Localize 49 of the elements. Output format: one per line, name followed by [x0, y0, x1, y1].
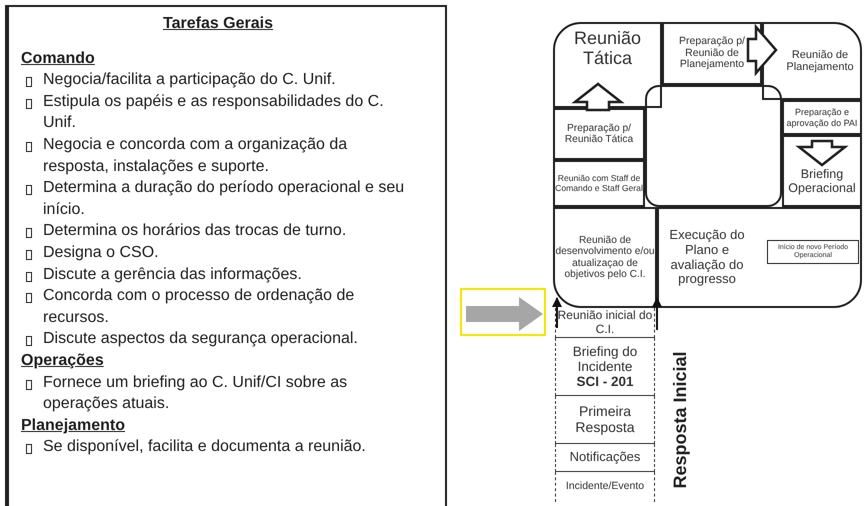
cell-text: Briefing Operacional	[787, 167, 857, 195]
cell-text: Reunião Tática	[572, 28, 642, 68]
block-arrow	[466, 297, 543, 331]
cell-text: Reunião inicial do C.I.	[556, 309, 654, 336]
bullet-item: Negocia/facilita a participação do C. Unif.	[21, 69, 415, 91]
block-arrow	[571, 82, 625, 112]
cell-text: Preparação p/ Reunião Tática	[564, 122, 634, 146]
step-cell	[553, 207, 657, 308]
stage-cell	[555, 338, 655, 396]
cell-text: Reunião com Staff de Comando e Staff Geral	[555, 174, 643, 194]
section-heading: Operações	[21, 350, 105, 371]
cell-text: SCI - 201	[575, 374, 635, 390]
step-cell	[782, 135, 862, 207]
panel-title: Tarefas Gerais	[162, 14, 274, 34]
bullet-item: Discute aspectos da segurança operacional.	[21, 328, 415, 350]
bullet-item: Determina a duração do período operacional e seu início.	[21, 177, 415, 220]
cell-text: Reunião de Planejamento	[785, 48, 855, 74]
stage-cell	[555, 396, 655, 444]
bullet-item: Designa o CSO.	[21, 242, 415, 264]
step-box	[767, 240, 859, 264]
task-panel	[5, 5, 447, 506]
block-arrow	[746, 24, 778, 76]
cell-text: Incidente/Evento	[566, 481, 644, 493]
step-cell	[553, 160, 645, 207]
cell-text: Notificações	[570, 450, 640, 465]
stage-cell	[555, 472, 655, 502]
cell-text: Preparação e aprovação do PAI	[786, 107, 858, 128]
bullet-item: Fornece um briefing ao C. Unif/CI sobre as operações atuais.	[21, 372, 415, 415]
step-cell	[782, 100, 862, 135]
cell-text: Briefing do Incidente	[572, 344, 638, 374]
bullet-item: Discute a gerência das informações.	[21, 264, 415, 286]
vertical-label: Resposta Inicial	[669, 350, 691, 491]
block-arrow	[795, 140, 849, 167]
cell-text: Preparação p/ Reunião de Planejamento	[678, 36, 746, 72]
stage-cell	[555, 444, 655, 472]
cell-text: Reunião de desenvolvimento e/ou atualizaçao de objetivos pelo C.I.	[555, 234, 655, 280]
center-box	[645, 85, 782, 207]
bullet-item: Negocia e concorda com a organização da resposta, instalações e suporte.	[21, 134, 415, 178]
arrow	[652, 297, 662, 330]
bullet-item: Se disponível, facilita e documenta a reunião.	[21, 436, 415, 458]
section-heading: Planejamento	[21, 416, 126, 436]
cell-text: Execução do Plano e avaliação do progresso	[668, 228, 746, 287]
step-cell	[657, 207, 862, 308]
bullet-item: Estipula os papéis e as responsabilidades do C. Unif.	[21, 90, 415, 134]
bullet-item: Concorda com o processo de ordenação de recursos.	[21, 285, 415, 328]
bullet-item: Determina os horários das trocas de turno.	[21, 220, 415, 242]
section-heading: Comando	[21, 48, 96, 69]
arrow	[552, 297, 562, 328]
cell-text: Primeira Resposta	[574, 404, 636, 436]
